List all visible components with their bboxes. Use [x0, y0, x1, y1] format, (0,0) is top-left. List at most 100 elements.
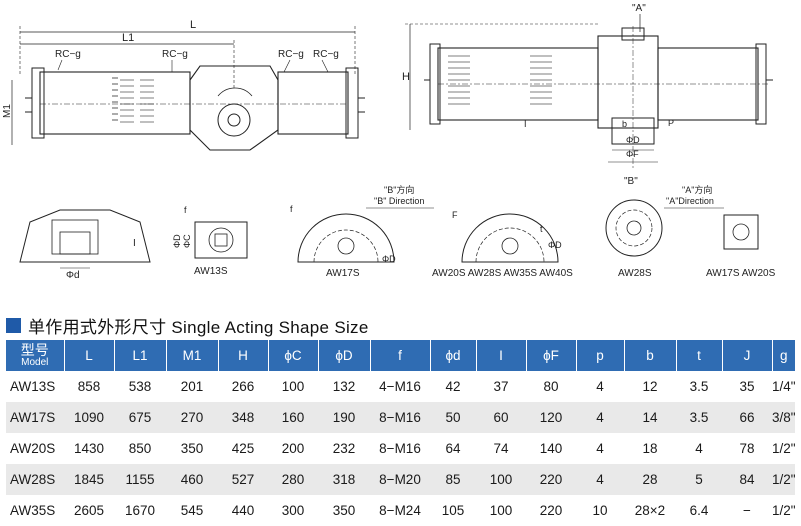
table-cell: 300: [268, 495, 318, 526]
table-cell: 4: [576, 371, 624, 402]
table-cell: 14: [624, 402, 676, 433]
table-cell: 8−M16: [370, 402, 430, 433]
table-cell: 4: [576, 402, 624, 433]
label-P: P: [668, 118, 674, 128]
table-cell: 60: [476, 402, 526, 433]
header-model: 型号 Model: [6, 340, 64, 371]
table-cell: 5: [676, 464, 722, 495]
header-col: J: [721, 340, 772, 371]
header-col: H: [217, 340, 268, 371]
model-cell: AW35S: [6, 495, 64, 526]
dim-L1: L1: [122, 32, 134, 44]
table-cell: 42: [430, 371, 476, 402]
header-col: L1: [113, 340, 166, 371]
header-col: p: [575, 340, 624, 371]
table-cell: 425: [218, 433, 268, 464]
label-B-bottom: "B": [624, 176, 638, 187]
table-cell: 4: [676, 433, 722, 464]
table-cell: 280: [268, 464, 318, 495]
table-cell: 10: [576, 495, 624, 526]
table-cell: 266: [218, 371, 268, 402]
table-cell: 18: [624, 433, 676, 464]
table-cell: 50: [430, 402, 476, 433]
table-cell: 1155: [114, 464, 166, 495]
table-cell: 460: [166, 464, 218, 495]
table-cell: 12: [624, 371, 676, 402]
model-cell: AW28S: [6, 464, 64, 495]
model-cell: AW17S: [6, 402, 64, 433]
b-direction-cn: "B"方向: [384, 184, 414, 195]
heading-square-icon: [6, 317, 21, 333]
table-cell: 66: [722, 402, 772, 433]
table-cell: 3.5: [676, 371, 722, 402]
table-cell: 350: [318, 495, 370, 526]
table-cell: 74: [476, 433, 526, 464]
label-phi-d: ΦD: [626, 135, 640, 145]
table-cell: 84: [722, 464, 772, 495]
table-cell: 100: [476, 495, 526, 526]
a-direction-cn: "A"方向: [682, 184, 712, 195]
table-cell: 78: [722, 433, 772, 464]
header-col: ϕD: [317, 340, 370, 371]
table-cell: 80: [526, 371, 576, 402]
header-model-en: Model: [21, 357, 49, 368]
caption-aw17s-aw20s: AW17S AW20S: [706, 268, 776, 279]
table-cell: 28: [624, 464, 676, 495]
header-col: g: [771, 340, 795, 371]
table-cell: 675: [114, 402, 166, 433]
table-cell: 100: [268, 371, 318, 402]
table-cell: 28×2: [624, 495, 676, 526]
caption-aw-group: AW20S AW28S AW35S AW40S: [432, 268, 573, 279]
table-cell: 8−M16: [370, 433, 430, 464]
table-cell: 100: [476, 464, 526, 495]
detail-phi-C: ΦC: [182, 234, 192, 248]
table-cell: 85: [430, 464, 476, 495]
header-col: L: [63, 340, 114, 371]
table-cell: 6.4: [676, 495, 722, 526]
table-cell: 1845: [64, 464, 114, 495]
table-cell: 270: [166, 402, 218, 433]
table-cell: 160: [268, 402, 318, 433]
model-cell: AW20S: [6, 433, 64, 464]
detail-I: I: [133, 238, 136, 249]
b-direction-en: "B" Direction: [374, 196, 424, 206]
table-cell: 37: [476, 371, 526, 402]
table-cell: 2605: [64, 495, 114, 526]
caption-aw17s: AW17S: [326, 268, 360, 279]
header-col: ϕF: [525, 340, 576, 371]
table-cell: 1/2": [772, 433, 796, 464]
caption-aw13s: AW13S: [194, 266, 228, 277]
table-cell: 350: [166, 433, 218, 464]
table-cell: 105: [430, 495, 476, 526]
rc-g-label-1: RC−g: [55, 49, 81, 60]
table-cell: 120: [526, 402, 576, 433]
section-heading: 单作用式外形尺寸 Single Acting Shape Size: [6, 313, 369, 337]
table-cell: 318: [318, 464, 370, 495]
caption-aw28s: AW28S: [618, 268, 652, 279]
dim-H: H: [402, 71, 410, 83]
header-col: ϕd: [429, 340, 476, 371]
table-cell: 1/2": [772, 464, 796, 495]
table-cell: 8−M20: [370, 464, 430, 495]
table-cell: 3.5: [676, 402, 722, 433]
table-cell: 4−M16: [370, 371, 430, 402]
table-cell: 527: [218, 464, 268, 495]
detail-phi-D-3: ΦD: [548, 240, 562, 250]
table-cell: 3/8": [772, 402, 796, 433]
detail-phi-d: Φd: [66, 270, 80, 281]
header-col: f: [369, 340, 430, 371]
table-cell: 35: [722, 371, 772, 402]
table-cell: 1670: [114, 495, 166, 526]
front-view: "A" H b P ΦD ΦF I "B": [402, 3, 773, 187]
header-col: b: [623, 340, 676, 371]
table-cell: 1090: [64, 402, 114, 433]
detail-F: F: [452, 210, 458, 220]
detail-phi-D-1: ΦD: [172, 234, 182, 248]
label-phi-F: ΦF: [626, 149, 639, 159]
model-cell: AW13S: [6, 371, 64, 402]
